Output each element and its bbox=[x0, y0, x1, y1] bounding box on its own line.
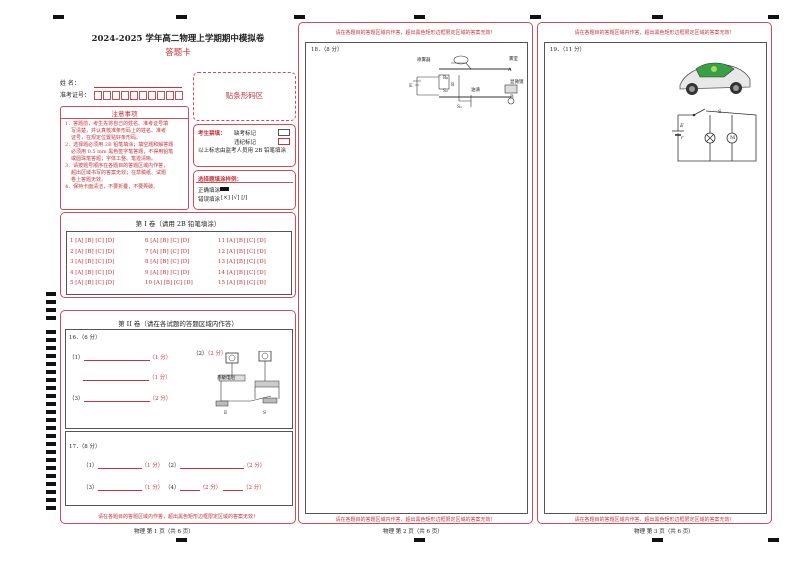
correct-fill-label: 正确填涂 bbox=[198, 188, 221, 194]
q18-battery: E bbox=[409, 83, 413, 89]
timing-mark bbox=[768, 538, 779, 542]
id-cells[interactable] bbox=[94, 91, 184, 100]
footer-page-3: 物理 第 3 页（共 6 页） bbox=[634, 529, 694, 535]
timing-mark bbox=[768, 15, 779, 19]
region-notice: 请在各题目的答题区域内作答，超出黑色矩形边框限定区域的答案无效！ bbox=[335, 30, 496, 36]
wrong-fill-label: 错误填涂 bbox=[198, 197, 221, 203]
region-notice: 请在各题目的答题区域内作答，超出黑色矩形边框限定区域的答案无效！ bbox=[574, 517, 735, 523]
fill-example-title: 选择题填涂样例： bbox=[198, 177, 243, 183]
name-label: 姓 名： bbox=[60, 80, 80, 87]
q18-millikan-figure bbox=[413, 55, 518, 107]
region-notice: 请在各题目的答题区域内作答，超出黑色矩形边框限定区域的答案无效！ bbox=[97, 514, 258, 520]
violation-checkbox[interactable] bbox=[278, 138, 290, 145]
exam-subtitle: 答题卡 bbox=[165, 48, 191, 58]
region-notice: 请在各题目的答题区域内作答，超出黑色矩形边框限定区域的答案无效！ bbox=[574, 30, 735, 36]
barcode-area: 贴条形码区 bbox=[193, 72, 296, 121]
q17-answer-row-2[interactable]: （3）（1 分） （4）（2 分） （2 分） bbox=[83, 485, 265, 491]
q18-fog-label: 雾室 bbox=[509, 57, 518, 62]
q18-r0: R₀ bbox=[443, 76, 449, 81]
choice-col-1[interactable]: 1 [A] [B] [C] [D]2 [A] [B] [C] [D]3 [A] … bbox=[70, 238, 115, 286]
status-note: 以上标志由监考人员用 2B 铅笔填涂 bbox=[198, 148, 287, 154]
q18-s2: S₂ bbox=[443, 89, 448, 94]
q19-emf-label: E bbox=[680, 123, 684, 129]
choice-grid bbox=[66, 231, 292, 295]
q16-answer-2[interactable]: （2）（2 分） bbox=[193, 351, 227, 357]
fill-example-box: 选择题填涂样例： 正确填涂 错误填涂 [×] [√] [/] bbox=[193, 170, 296, 210]
q19-box: 请在各题目的答题区域内作答，超出黑色矩形边框限定区域的答案无效！ 19．（11 … bbox=[537, 22, 772, 524]
q18-plate-a: A bbox=[508, 67, 512, 73]
q17-label: 17．（8 分） bbox=[69, 444, 101, 450]
q16-fig-e: E bbox=[224, 411, 228, 416]
q18-plate-b: B bbox=[510, 94, 514, 100]
footer-page-1: 物理 第 1 页（共 6 页） bbox=[134, 529, 194, 535]
region-notice: 请在各题目的答题区域内作答，超出黑色矩形边框限定区域的答案无效！ bbox=[335, 517, 496, 523]
timing-mark bbox=[414, 538, 425, 542]
timing-mark bbox=[414, 15, 425, 19]
q18-r: R bbox=[451, 83, 455, 88]
exam-title: 2024-2025 学年高二物理上学期期中模拟卷 bbox=[91, 34, 265, 44]
id-label: 准考证号： bbox=[60, 92, 91, 99]
timing-mark bbox=[652, 538, 663, 542]
q18-area bbox=[305, 42, 528, 514]
q19-area bbox=[544, 42, 767, 514]
notice-box: 注意事项 1．答题前，考生先将自己的姓名、准考证号填 写清楚，并认真核准条形码上… bbox=[60, 106, 189, 210]
toy-car-image bbox=[679, 62, 751, 95]
choice-col-2[interactable]: 6 [A] [B] [C] [D]7 [A] [B] [C] [D]8 [A] … bbox=[145, 238, 193, 286]
timing-mark bbox=[176, 538, 187, 542]
q16-fig-label: 热敏电阻 bbox=[217, 376, 235, 381]
section2-title: 第 II 卷（请在各试题的答题区域内作答） bbox=[118, 320, 238, 328]
barcode-label: 贴条形码区 bbox=[225, 91, 264, 100]
q19-motor-label: M bbox=[730, 135, 736, 141]
q18-sprinkler-label: 喷雾器 bbox=[417, 58, 431, 63]
notice-lines: 1．答题前，考生先将自己的姓名、准考证号填 写清楚，并认真核准条形码上的姓名、准… bbox=[65, 121, 174, 190]
q18-oil: 油滴 bbox=[471, 88, 480, 93]
timing-mark bbox=[530, 15, 541, 19]
q18-box: 请在各题目的答题区域内作答，超出黑色矩形边框限定区域的答案无效！ 18．（8 分… bbox=[298, 22, 533, 524]
q19-label: 19．（11 分） bbox=[550, 47, 585, 53]
q16-answer-1[interactable]: （1）（1 分） bbox=[69, 355, 172, 361]
section2-box: 第 II 卷（请在各试题的答题区域内作答） 16．（6 分） （1）（1 分） … bbox=[60, 310, 296, 524]
q16-fig-s: S bbox=[263, 411, 267, 416]
q19-internal-r-label: r bbox=[681, 135, 684, 141]
q16-answer-3[interactable]: （1 分） bbox=[83, 373, 171, 381]
notice-title: 注意事项 bbox=[111, 110, 138, 118]
q19-switch-label: S bbox=[718, 109, 722, 115]
section1-box: 第 I 卷（请用 2B 铅笔填涂） 1 [A] [B] [C] [D]2 [A]… bbox=[60, 212, 296, 298]
q18-label: 18．（8 分） bbox=[311, 47, 343, 53]
status-label: 考生禁填： bbox=[198, 131, 226, 137]
violation-label: 违纪标记 bbox=[234, 140, 257, 146]
timing-mark bbox=[176, 15, 187, 19]
q18-s1: S₁ bbox=[457, 105, 462, 110]
q17-answer-row-1[interactable]: （1）（1 分） （2）（2 分） bbox=[83, 463, 266, 469]
q17-area bbox=[65, 431, 293, 506]
section1-title: 第 I 卷（请用 2B 铅笔填涂） bbox=[135, 220, 221, 228]
choice-col-3[interactable]: 11 [A] [B] [C] [D]12 [A] [B] [C] [D]13 [… bbox=[218, 238, 266, 286]
q16-answer-4[interactable]: （3）（2 分） bbox=[69, 396, 172, 402]
timing-mark bbox=[53, 15, 64, 19]
q18-scope-label: 显微镜 bbox=[510, 80, 524, 85]
q19-circuit-figure bbox=[672, 108, 757, 162]
absent-label: 缺考标记 bbox=[234, 131, 257, 137]
filled-bubble-icon bbox=[220, 187, 229, 191]
name-field[interactable] bbox=[94, 87, 182, 88]
wrong-fill-marks: [×] [√] [/] bbox=[221, 195, 248, 201]
absent-checkbox[interactable] bbox=[278, 129, 290, 136]
q16-area bbox=[65, 329, 293, 429]
q16-circuit-figure bbox=[215, 351, 280, 407]
q16-label: 16．（6 分） bbox=[69, 335, 101, 341]
exam-status-box: 考生禁填： 缺考标记 违纪标记 以上标志由监考人员用 2B 铅笔填涂 bbox=[193, 124, 296, 167]
footer-page-2: 物理 第 2 页（共 6 页） bbox=[383, 529, 443, 535]
timing-mark bbox=[652, 15, 663, 19]
timing-mark bbox=[294, 15, 305, 19]
